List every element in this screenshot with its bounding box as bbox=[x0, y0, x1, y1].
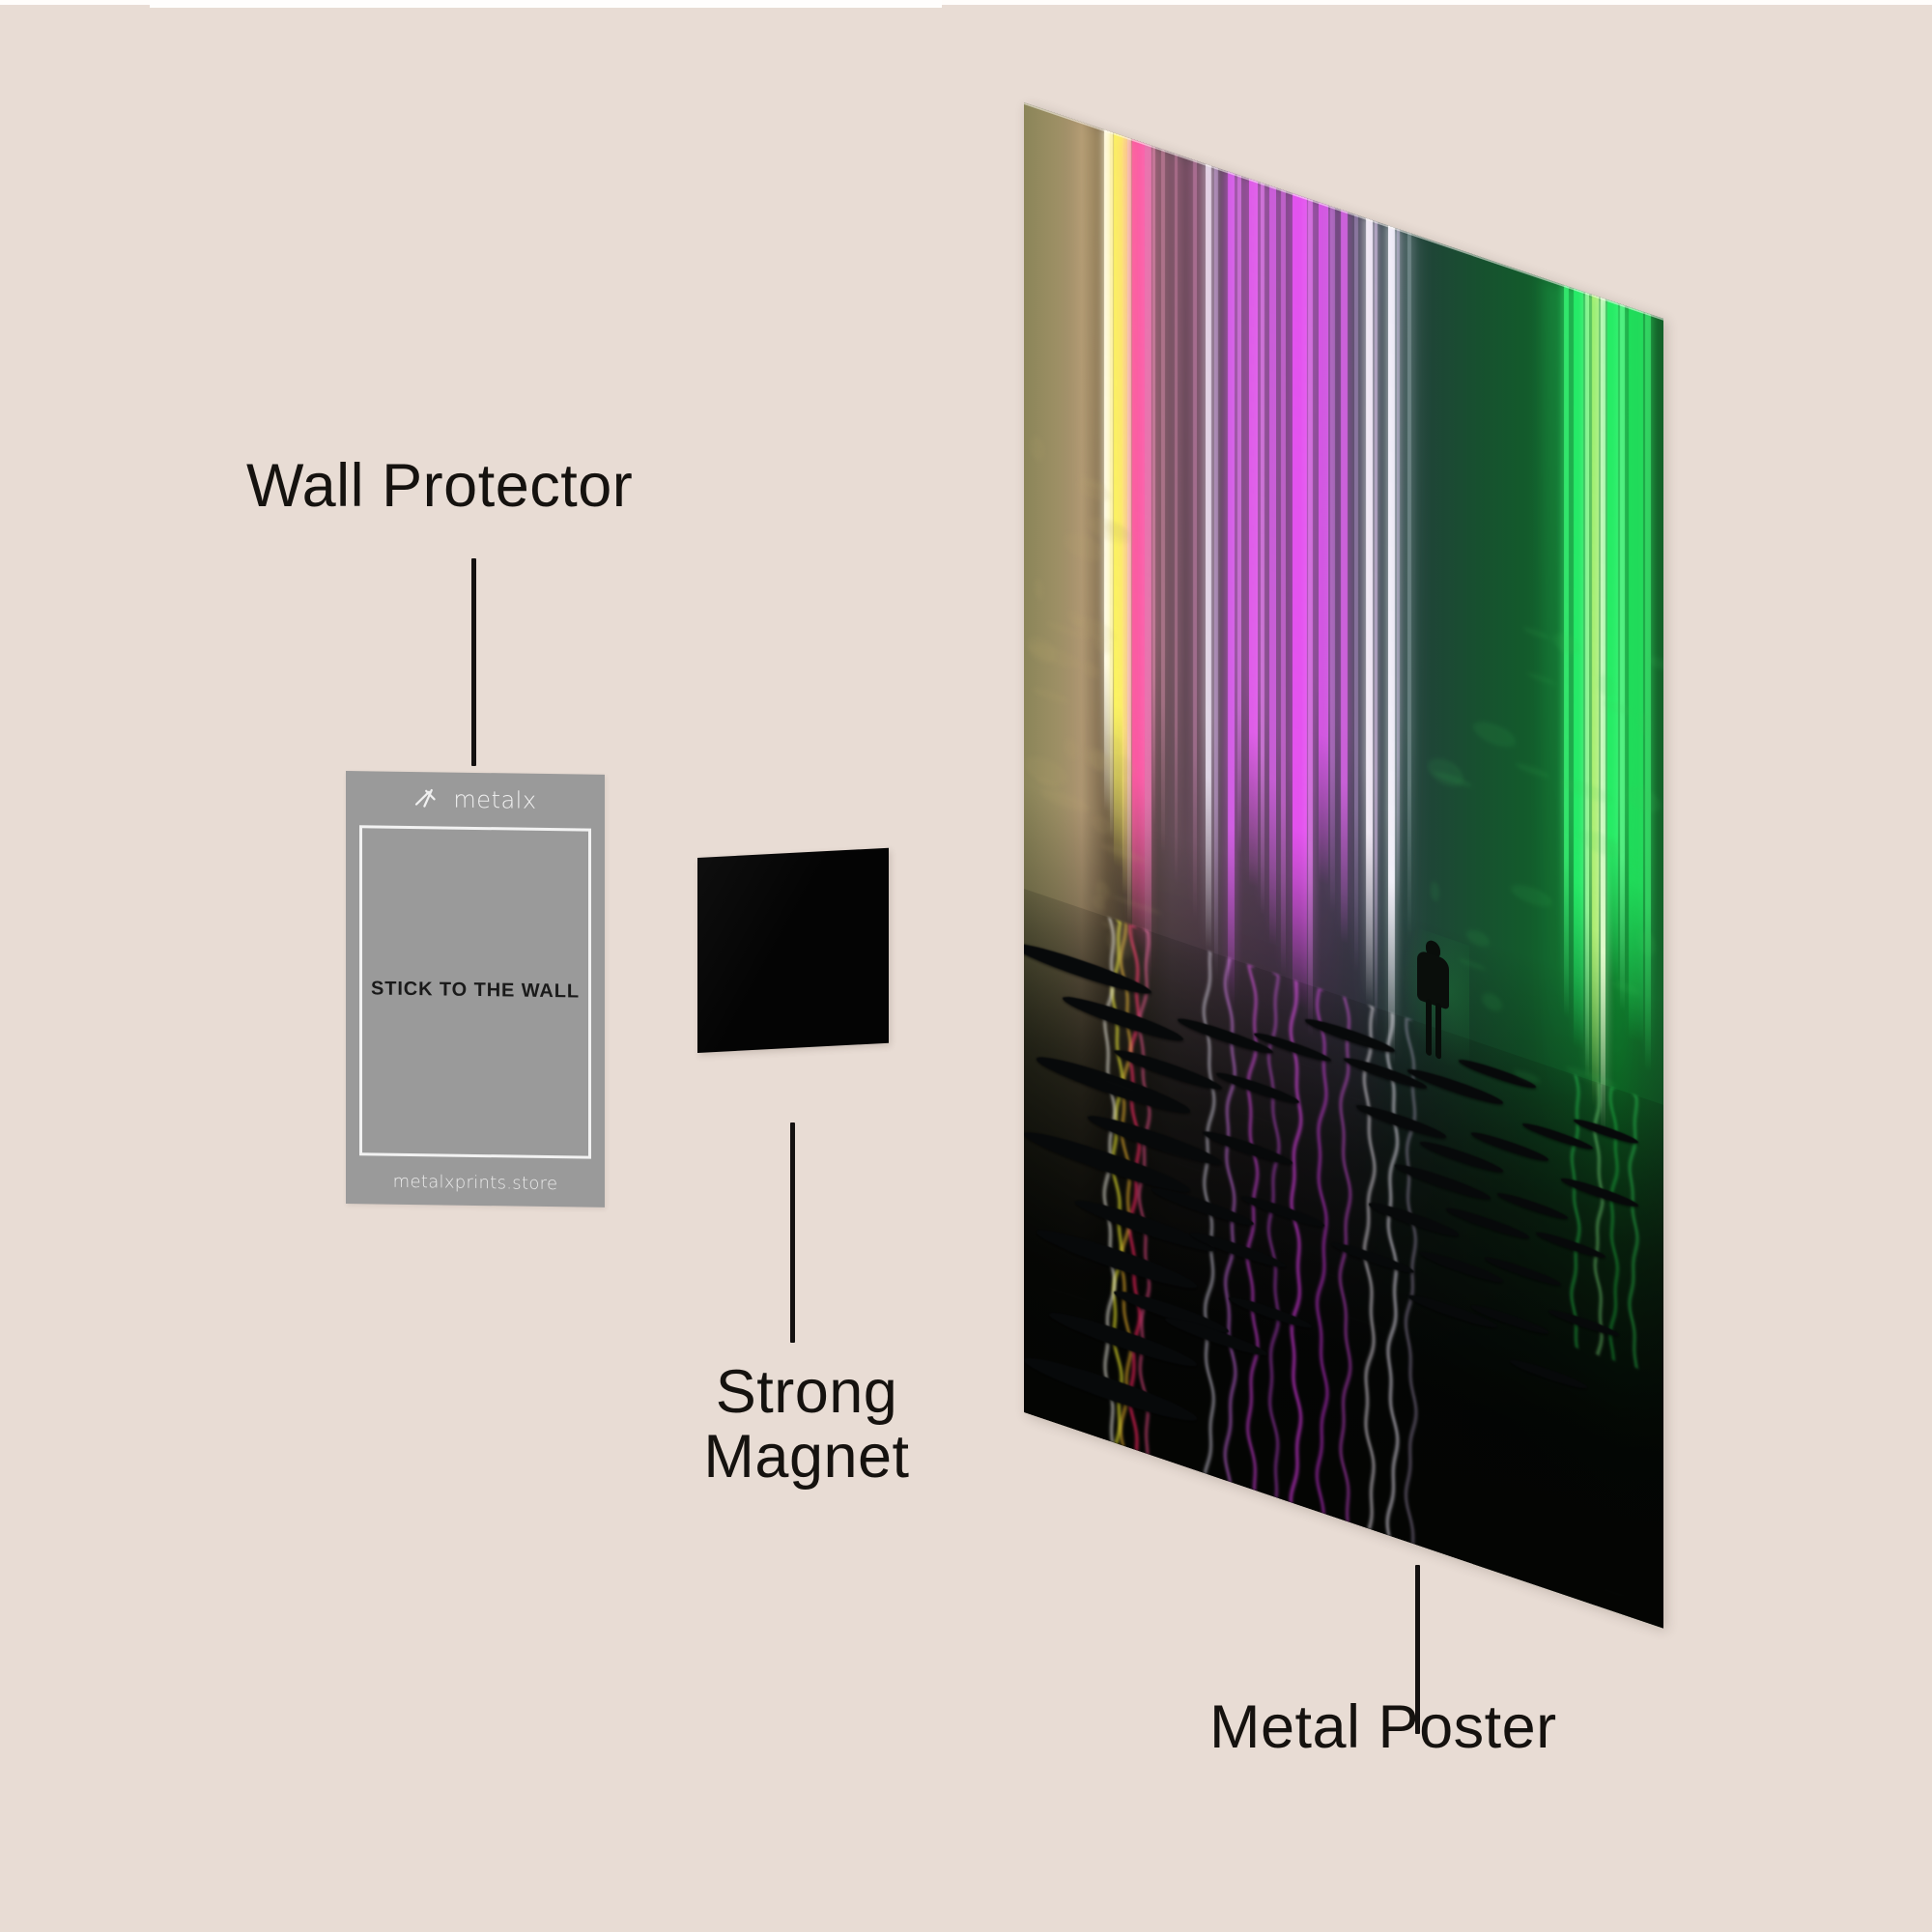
water-ripple bbox=[1488, 1567, 1540, 1587]
label-strong-magnet: Strong Magnet bbox=[681, 1360, 932, 1490]
water-stone bbox=[1446, 1204, 1529, 1242]
water-ripple bbox=[1511, 1319, 1568, 1341]
label-metal-poster: Metal Poster bbox=[1209, 1695, 1557, 1760]
store-url-text: metalxprints.store bbox=[346, 1171, 605, 1195]
water-ripple bbox=[1039, 1284, 1099, 1307]
poster-figure-silhouette bbox=[1411, 934, 1456, 1065]
water-reflection-streak-green bbox=[1605, 1085, 1624, 1364]
water-reflection-streak bbox=[1335, 993, 1355, 1524]
neon-atmosphere-glow bbox=[1542, 277, 1632, 1172]
neon-beam-glow bbox=[1211, 165, 1222, 980]
neon-atmosphere-glow bbox=[1222, 169, 1337, 1072]
stick-to-the-wall-text: STICK TO THE WALL bbox=[346, 978, 605, 1004]
metalx-cross-icon bbox=[413, 786, 444, 811]
leader-line-wall-protector bbox=[471, 558, 476, 766]
water-reflection-streak-green bbox=[1566, 1071, 1585, 1350]
strong-magnet-square[interactable] bbox=[697, 848, 889, 1053]
water-stone bbox=[1510, 1356, 1586, 1392]
top-white-strip-segment bbox=[150, 0, 942, 8]
water-ripple bbox=[1421, 1520, 1460, 1536]
metalx-logo: metalx bbox=[346, 784, 605, 815]
water-stone bbox=[1497, 1190, 1568, 1223]
neon-atmosphere-glow bbox=[1120, 135, 1209, 1030]
neon-beam-glow bbox=[1338, 209, 1351, 947]
water-ripple bbox=[1596, 1585, 1656, 1608]
neon-beam-glow bbox=[1642, 311, 1655, 1075]
water-ripple bbox=[1590, 1561, 1646, 1583]
leader-line-strong-magnet bbox=[790, 1122, 795, 1343]
water-reflection-streak bbox=[1359, 1002, 1379, 1533]
wall-protector-card[interactable]: metalx STICK TO THE WALL metalxprints.st… bbox=[346, 771, 605, 1208]
poster-artwork bbox=[1024, 102, 1663, 1629]
water-ripple bbox=[1580, 1491, 1663, 1528]
metal-poster[interactable] bbox=[1024, 102, 1663, 1629]
brand-name: metalx bbox=[453, 786, 536, 814]
water-ripple bbox=[1455, 1520, 1550, 1555]
water-stone bbox=[1420, 1248, 1503, 1287]
water-reflection-streak-green bbox=[1624, 1091, 1643, 1370]
label-wall-protector: Wall Protector bbox=[246, 454, 633, 519]
